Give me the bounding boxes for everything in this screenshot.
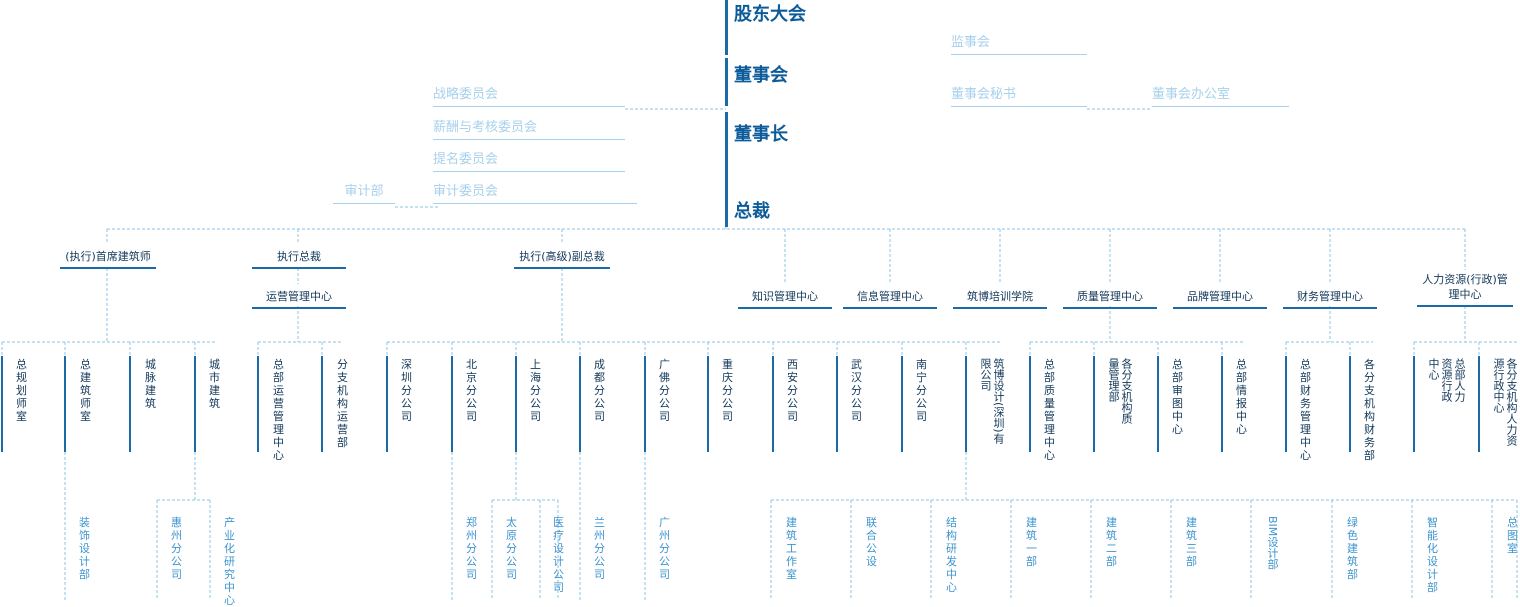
level3-unit: 郑州分公司 (466, 516, 477, 581)
level3-drops (770, 500, 1518, 600)
quality-center-node: 质量管理中心 (1063, 288, 1157, 309)
level2-bar (1, 356, 3, 452)
level2-bar (1093, 356, 1095, 452)
level2-bar (1349, 356, 1351, 452)
hr-admin-center-node: 人力资源(行政)管理中心 (1417, 272, 1513, 307)
level2-drops (1, 342, 1480, 356)
compensation-committee: 薪酬与考核委员会 (433, 116, 625, 140)
spine-board (725, 58, 728, 106)
level2-bar (1478, 356, 1480, 452)
level3-unit: 兰州分公司 (594, 516, 605, 581)
level2-unit: 南宁分公司 (916, 358, 927, 423)
vice-president-node: 执行(高级)副总裁 (514, 248, 610, 269)
level2-unit: 广佛分公司 (659, 358, 670, 423)
chairman: 董事长 (734, 124, 788, 145)
level2-unit: 各分支机构质量管理部 (1107, 358, 1133, 424)
level2-bar (451, 356, 453, 452)
level2-bar (129, 356, 131, 452)
level3-unit: 结构研发中心 (946, 516, 957, 594)
level2-bar (1285, 356, 1287, 452)
level2-bar (386, 356, 388, 452)
level2-unit: 西安分公司 (787, 358, 798, 423)
information-center-node: 信息管理中心 (843, 288, 937, 309)
knowledge-center-node: 知识管理中心 (738, 288, 832, 309)
chief-architect-node: (执行)首席建筑师 (60, 248, 156, 269)
level2-bar (321, 356, 323, 452)
level2-unit: 城脉建筑 (145, 358, 156, 410)
audit-committee: 审计委员会 (433, 180, 637, 204)
level2-bar (836, 356, 838, 452)
level2-bar (515, 356, 517, 452)
level2-unit: 各分支机构人力资源行政中心 (1492, 358, 1518, 446)
level3-unit: BIM设计部 (1266, 516, 1279, 570)
president: 总裁 (734, 201, 770, 222)
level2-unit: 总部运营管理中心 (273, 358, 284, 462)
level3-unit: 总图室 (1507, 516, 1518, 555)
executive-president-node: 执行总裁 (252, 248, 346, 269)
level2-bar (194, 356, 196, 452)
level2-unit: 武汉分公司 (851, 358, 862, 423)
level3-unit: 产业化研究中心 (224, 516, 235, 607)
level3-unit: 建筑工作室 (786, 516, 797, 581)
spine-shareholders (725, 0, 728, 55)
level2-unit: 上海分公司 (530, 358, 541, 423)
level2-bar (644, 356, 646, 452)
level2-bar (1157, 356, 1159, 452)
level2-unit: 深圳分公司 (401, 358, 412, 423)
level2-unit: 总部情报中心 (1236, 358, 1247, 436)
strategy-committee: 战略委员会 (433, 83, 625, 107)
level3-unit: 绿色建筑部 (1347, 516, 1358, 581)
level3-unit: 广州分公司 (659, 516, 670, 581)
level2-bar (707, 356, 709, 452)
level2-unit: 总部审图中心 (1172, 358, 1183, 436)
level2-bar (579, 356, 581, 452)
level2-unit: 城市建筑 (209, 358, 220, 410)
level2-bar (901, 356, 903, 452)
level2-unit: 各分支机构财务部 (1364, 358, 1375, 462)
training-academy-node: 筑博培训学院 (953, 288, 1047, 309)
level3-unit: 医疗设计公司 (553, 516, 564, 594)
board-secretary: 董事会秘书 (951, 83, 1087, 107)
audit-department: 审计部 (333, 180, 395, 204)
level3-unit: 建筑三部 (1186, 516, 1197, 568)
level3-unit: 建筑一部 (1026, 516, 1037, 568)
level2-unit: 成都分公司 (594, 358, 605, 423)
level3-unit: 太原分公司 (506, 516, 517, 581)
level2-unit: 重庆分公司 (722, 358, 733, 423)
board-office: 董事会办公室 (1152, 83, 1289, 107)
level2-bar (772, 356, 774, 452)
level2-unit: 总规划师室 (16, 358, 27, 423)
nomination-committee: 提名委员会 (433, 148, 625, 172)
shareholders-meeting: 股东大会 (734, 4, 806, 25)
level2-bar (1221, 356, 1223, 452)
board-of-directors: 董事会 (734, 65, 788, 86)
board-of-supervisors: 监事会 (951, 31, 1087, 55)
level3-unit: 装饰设计部 (79, 516, 90, 581)
brand-center-node: 品牌管理中心 (1173, 288, 1267, 309)
operations-center-node: 运营管理中心 (252, 288, 346, 309)
level2-bar (965, 356, 967, 452)
level2-bar (64, 356, 66, 452)
level2-bar (257, 356, 259, 452)
level3-unit: 建筑二部 (1106, 516, 1117, 568)
level2-unit: 筑博设计(深圳)有限公司 (979, 358, 1005, 444)
finance-center-node: 财务管理中心 (1283, 288, 1377, 309)
level2-unit: 总部人力资源行政中心 (1427, 358, 1466, 402)
spine-chairman (725, 112, 728, 227)
level2-unit: 总部质量管理中心 (1044, 358, 1055, 462)
level3-unit: 联合公设 (866, 516, 877, 568)
level3-unit: 智能化设计部 (1427, 516, 1438, 594)
level2-unit: 总部财务管理中心 (1300, 358, 1311, 462)
level2-bar (1413, 356, 1415, 452)
level2-unit: 总建筑师室 (80, 358, 91, 423)
level2-unit: 北京分公司 (466, 358, 477, 423)
level2-bar (1029, 356, 1031, 452)
level3-unit: 惠州分公司 (171, 516, 182, 581)
level2-unit: 分支机构运营部 (337, 358, 348, 449)
